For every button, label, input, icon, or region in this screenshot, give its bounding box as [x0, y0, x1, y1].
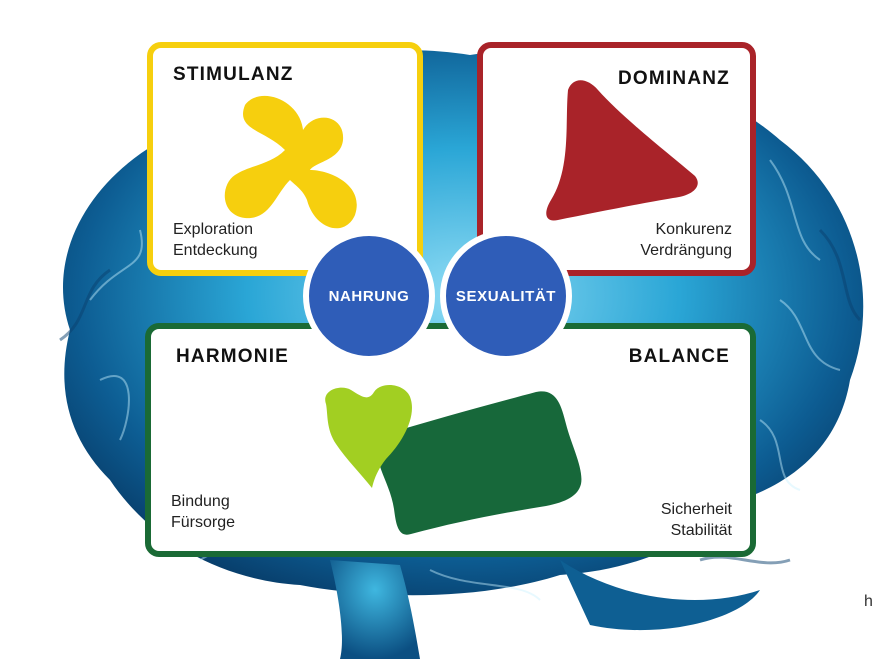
stimulanz-keywords: Exploration Entdeckung: [173, 219, 258, 261]
harmonie-keyword-1: Bindung: [171, 493, 230, 510]
balance-keyword-2: Stabilität: [670, 522, 732, 539]
red-triangle-shape: [546, 80, 698, 221]
balance-title: BALANCE: [628, 346, 730, 367]
dominanz-keyword-1: Konkurenz: [655, 221, 733, 238]
dominanz-title: DOMINANZ: [618, 68, 730, 89]
harmonie-keywords: Bindung Fürsorge: [171, 491, 235, 533]
harmonie-balance-panel: HARMONIE BALANCE Bindung Fürsorge Sicher…: [145, 323, 756, 557]
cropped-edge-text: h: [864, 593, 873, 610]
harmonie-keyword-2: Fürsorge: [171, 514, 236, 531]
harmonie-title: HARMONIE: [176, 346, 290, 367]
sexualitaet-circle: SEXUALITÄT: [440, 230, 572, 362]
yellow-blossom-shape: [224, 95, 357, 229]
dominanz-keywords: Konkurenz Verdrängung: [640, 219, 732, 261]
stimulanz-keyword-2: Entdeckung: [173, 242, 258, 259]
balance-keyword-1: Sicherheit: [660, 501, 732, 518]
green-heart-and-pillow-shapes: [325, 385, 582, 535]
dominanz-keyword-2: Verdrängung: [640, 242, 732, 259]
balance-keywords: Sicherheit Stabilität: [661, 499, 732, 541]
stimulanz-title: STIMULANZ: [173, 64, 294, 85]
dominanz-panel: DOMINANZ Konkurenz Verdrängung: [477, 42, 756, 276]
nahrung-circle: NAHRUNG: [303, 230, 435, 362]
stimulanz-keyword-1: Exploration: [173, 221, 254, 238]
